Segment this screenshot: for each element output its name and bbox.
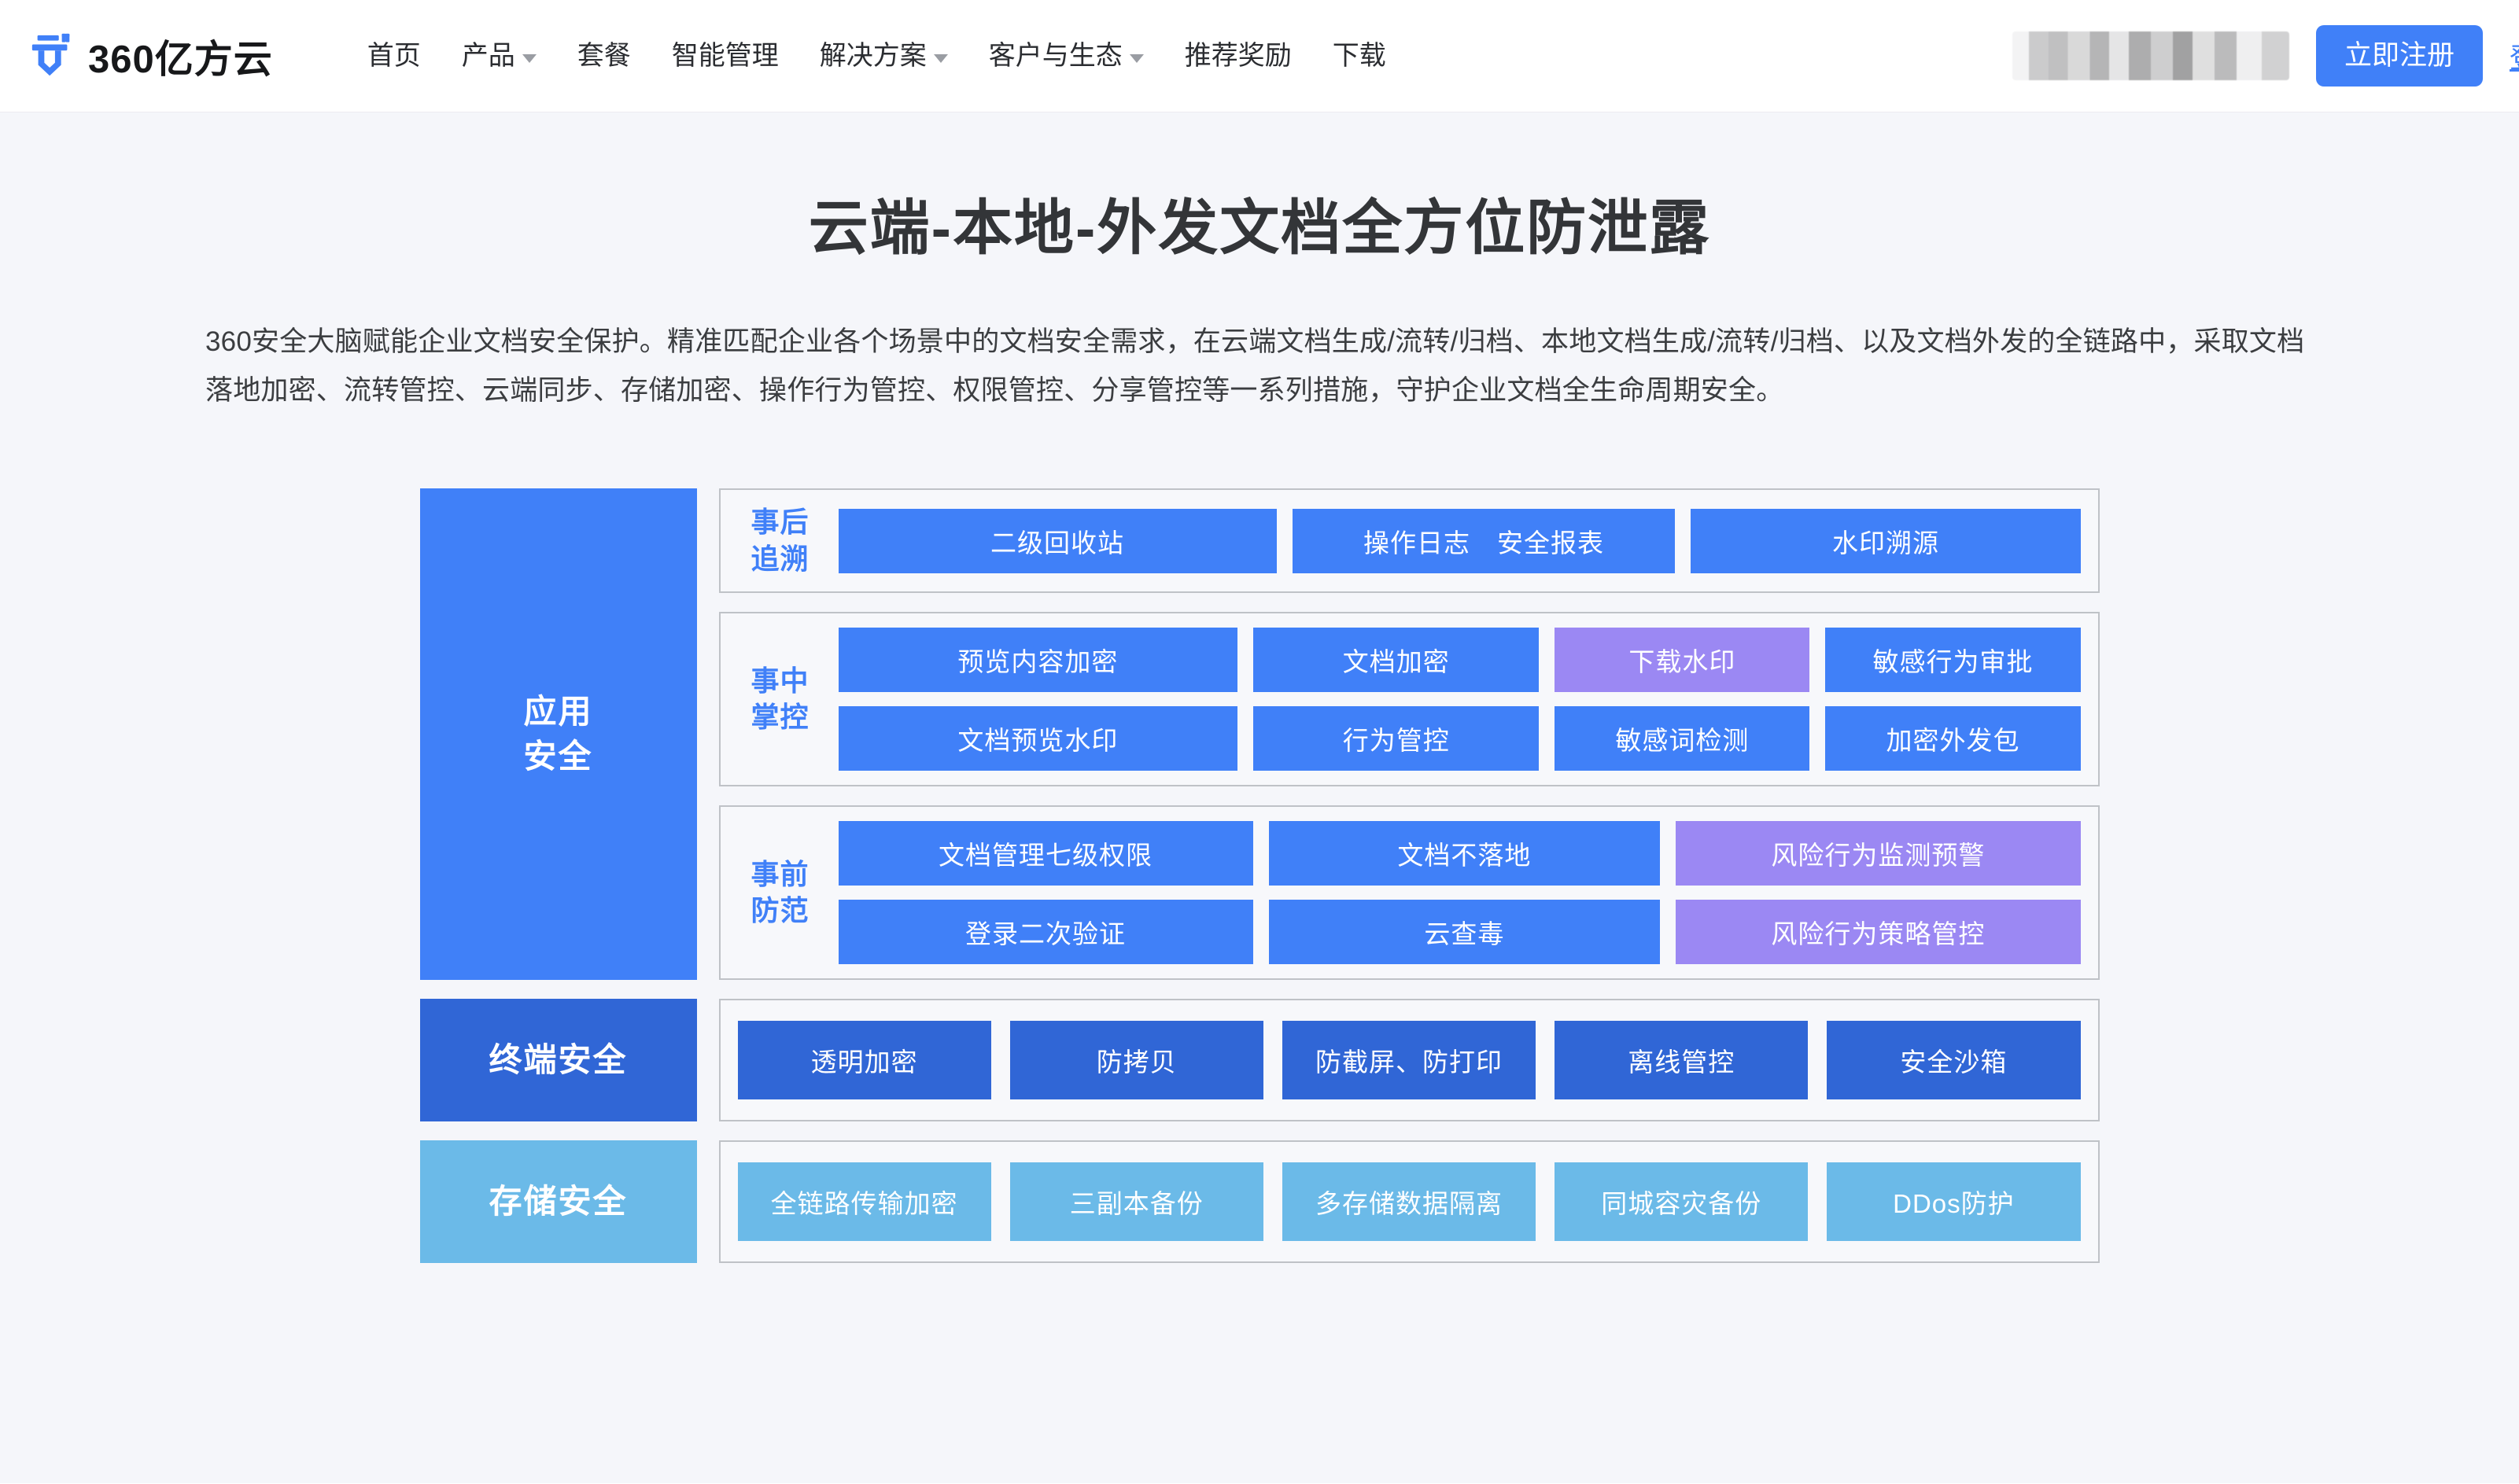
tile-document-preview-watermark[interactable]: 文档预览水印 xyxy=(838,706,1238,771)
nav-label: 套餐 xyxy=(577,41,631,71)
chevron-down-icon xyxy=(933,53,948,63)
group-endpoint-security: 透明加密 防拷贝 防截屏、防打印 离线管控 安全沙箱 xyxy=(718,999,2100,1122)
header-actions: 立即注册 登录 xyxy=(2012,25,2519,87)
nav-item-packages[interactable]: 套餐 xyxy=(557,42,651,69)
group-rows: 预览内容加密 文档加密 下载水印 敏感行为审批 文档预览水印 行为管控 敏感词检… xyxy=(838,628,2081,771)
tile-same-city-disaster-recovery-backup[interactable]: 同城容灾备份 xyxy=(1555,1162,1809,1242)
tile-cloud-antivirus[interactable]: 云查毒 xyxy=(1268,900,1661,965)
tile-ddos-protection[interactable]: DDos防护 xyxy=(1827,1162,2081,1242)
nav-label: 智能管理 xyxy=(671,41,779,71)
tile-seven-level-document-permissions[interactable]: 文档管理七级权限 xyxy=(838,821,1253,886)
nav-label: 产品 xyxy=(461,41,515,71)
group-title-line2: 掌控 xyxy=(751,701,810,734)
nav-item-customers-ecosystem[interactable]: 客户与生态 xyxy=(968,42,1164,69)
nav-item-products[interactable]: 产品 xyxy=(441,42,557,69)
group-row: 登录二次验证 云查毒 风险行为策略管控 xyxy=(838,900,2081,965)
tile-security-sandbox[interactable]: 安全沙箱 xyxy=(1827,1021,2081,1100)
layer-body-application-security: 事后 追溯 二级回收站 操作日志 安全报表 水印溯源 事中 xyxy=(718,488,2100,981)
group-title-line1: 事中 xyxy=(751,664,810,697)
nav-label: 首页 xyxy=(367,41,421,71)
group-row: 全链路传输加密 三副本备份 多存储数据隔离 同城容灾备份 DDos防护 xyxy=(737,1162,2081,1242)
main-navigation: 首页 产品 套餐 智能管理 解决方案 客户与生态 推荐奖励 下载 xyxy=(347,42,1407,69)
nav-item-download[interactable]: 下载 xyxy=(1312,42,1407,69)
group-post-incident-tracing: 事后 追溯 二级回收站 操作日志 安全报表 水印溯源 xyxy=(718,488,2100,594)
tile-login-two-factor-verification[interactable]: 登录二次验证 xyxy=(838,900,1253,965)
nav-label: 客户与生态 xyxy=(988,41,1123,71)
tile-full-link-transmission-encryption[interactable]: 全链路传输加密 xyxy=(737,1162,991,1242)
tile-encrypted-outgoing-package[interactable]: 加密外发包 xyxy=(1825,706,2081,771)
group-title-line2: 追溯 xyxy=(751,542,810,575)
tile-sensitive-word-detection[interactable]: 敏感词检测 xyxy=(1555,706,1810,771)
brand-logo[interactable]: 360亿方云 xyxy=(28,28,273,84)
layer-application-security: 应用 安全 事后 追溯 二级回收站 操作日志 安全报表 水印溯源 xyxy=(419,488,2100,981)
layer-label-application-security: 应用 安全 xyxy=(419,488,697,981)
brand-name: 360亿方云 xyxy=(88,38,273,81)
tile-risk-behavior-monitoring-alert[interactable]: 风险行为监测预警 xyxy=(1676,821,2081,886)
tile-preview-content-encryption[interactable]: 预览内容加密 xyxy=(838,628,1238,693)
group-row: 预览内容加密 文档加密 下载水印 敏感行为审批 xyxy=(838,628,2081,693)
layer-label-storage-security: 存储安全 xyxy=(419,1140,697,1264)
group-title-pre-incident-prevention: 事前 防范 xyxy=(738,856,823,930)
tile-multi-storage-data-isolation[interactable]: 多存储数据隔离 xyxy=(1282,1162,1536,1242)
masked-user-info xyxy=(2012,31,2289,80)
page-body: 云端-本地-外发文档全方位防泄露 360安全大脑赋能企业文档安全保护。精准匹配企… xyxy=(0,112,2519,1483)
nav-item-referral-rewards[interactable]: 推荐奖励 xyxy=(1164,42,1312,69)
group-pre-incident-prevention: 事前 防范 文档管理七级权限 文档不落地 风险行为监测预警 登录二次验证 云查毒… xyxy=(718,805,2100,981)
nav-label: 解决方案 xyxy=(819,41,927,71)
nav-label: 下载 xyxy=(1332,41,1386,71)
tile-document-encryption[interactable]: 文档加密 xyxy=(1253,628,1540,693)
tile-transparent-encryption[interactable]: 透明加密 xyxy=(737,1021,991,1100)
layer-label-line2: 安全 xyxy=(523,737,593,775)
layer-body-endpoint-security: 透明加密 防拷贝 防截屏、防打印 离线管控 安全沙箱 xyxy=(718,999,2100,1122)
group-title-in-process-control: 事中 掌控 xyxy=(738,663,823,737)
group-title-post-incident-tracing: 事后 追溯 xyxy=(738,504,823,578)
layer-label-line1: 应用 xyxy=(523,692,593,730)
register-button[interactable]: 立即注册 xyxy=(2315,25,2483,87)
tile-behavior-control[interactable]: 行为管控 xyxy=(1253,706,1540,771)
tile-no-local-document-storage[interactable]: 文档不落地 xyxy=(1268,821,1661,886)
tile-risk-behavior-policy-control[interactable]: 风险行为策略管控 xyxy=(1676,900,2081,965)
security-architecture-diagram: 应用 安全 事后 追溯 二级回收站 操作日志 安全报表 水印溯源 xyxy=(419,488,2100,1264)
group-in-process-control: 事中 掌控 预览内容加密 文档加密 下载水印 敏感行为审批 文档预览水印 行为管… xyxy=(718,612,2100,787)
group-title-line1: 事前 xyxy=(751,857,810,890)
tile-watermark-tracing[interactable]: 水印溯源 xyxy=(1691,508,2081,573)
tile-three-replica-backup[interactable]: 三副本备份 xyxy=(1009,1162,1263,1242)
tile-anti-copy[interactable]: 防拷贝 xyxy=(1009,1021,1263,1100)
group-title-line2: 防范 xyxy=(751,894,810,927)
group-row: 透明加密 防拷贝 防截屏、防打印 离线管控 安全沙箱 xyxy=(737,1021,2081,1100)
group-title-line1: 事后 xyxy=(751,505,810,538)
layer-endpoint-security: 终端安全 透明加密 防拷贝 防截屏、防打印 离线管控 安全沙箱 xyxy=(419,999,2100,1122)
group-row: 文档管理七级权限 文档不落地 风险行为监测预警 xyxy=(838,821,2081,886)
layer-storage-security: 存储安全 全链路传输加密 三副本备份 多存储数据隔离 同城容灾备份 DDos防护 xyxy=(419,1140,2100,1264)
group-storage-security: 全链路传输加密 三副本备份 多存储数据隔离 同城容灾备份 DDos防护 xyxy=(718,1140,2100,1264)
tile-operation-log-security-report[interactable]: 操作日志 安全报表 xyxy=(1292,508,1676,573)
tile-sensitive-behavior-approval[interactable]: 敏感行为审批 xyxy=(1825,628,2081,693)
nav-item-solutions[interactable]: 解决方案 xyxy=(799,42,968,69)
group-rows: 文档管理七级权限 文档不落地 风险行为监测预警 登录二次验证 云查毒 风险行为策… xyxy=(838,821,2081,965)
layer-body-storage-security: 全链路传输加密 三副本备份 多存储数据隔离 同城容灾备份 DDos防护 xyxy=(718,1140,2100,1264)
group-row: 二级回收站 操作日志 安全报表 水印溯源 xyxy=(838,508,2081,573)
group-rows: 二级回收站 操作日志 安全报表 水印溯源 xyxy=(838,508,2081,573)
group-row: 文档预览水印 行为管控 敏感词检测 加密外发包 xyxy=(838,706,2081,771)
page-title: 云端-本地-外发文档全方位防泄露 xyxy=(808,195,1711,262)
login-link[interactable]: 登录 xyxy=(2510,36,2519,76)
nav-item-smart-management[interactable]: 智能管理 xyxy=(651,42,799,69)
nav-item-home[interactable]: 首页 xyxy=(347,42,441,69)
site-header: 360亿方云 首页 产品 套餐 智能管理 解决方案 客户与生态 推荐奖励 下载 xyxy=(0,0,2519,112)
chevron-down-icon xyxy=(522,53,537,63)
tile-secondary-recycle-bin[interactable]: 二级回收站 xyxy=(838,508,1277,573)
yifangyun-logo-icon xyxy=(31,33,70,76)
nav-label: 推荐奖励 xyxy=(1184,41,1292,71)
tile-offline-control[interactable]: 离线管控 xyxy=(1555,1021,1809,1100)
page-description: 360安全大脑赋能企业文档安全保护。精准匹配企业各个场景中的文档安全需求，在云端… xyxy=(205,326,2305,407)
chevron-down-icon xyxy=(1129,53,1144,63)
tile-download-watermark[interactable]: 下载水印 xyxy=(1555,628,1810,693)
layer-label-endpoint-security: 终端安全 xyxy=(419,999,697,1122)
tile-anti-screenshot-anti-print[interactable]: 防截屏、防打印 xyxy=(1282,1021,1536,1100)
